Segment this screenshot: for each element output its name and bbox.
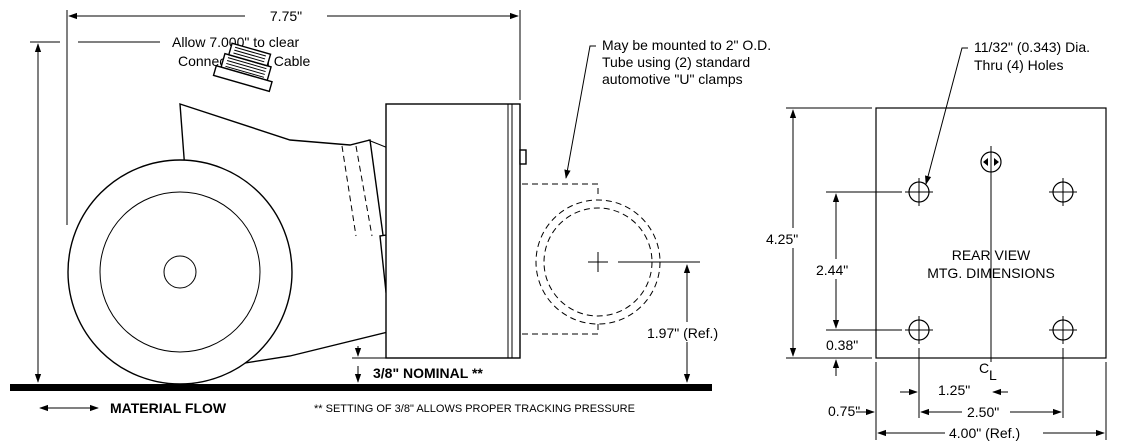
mount-note-text-2: Tube using (2) standard (602, 54, 750, 70)
material-flow-label: MATERIAL FLOW (110, 400, 227, 416)
bottom-offset-label: 0.38" (826, 337, 858, 353)
overall-width-label: 7.75" (270, 8, 302, 24)
hole-vertical-spacing-label: 2.44" (816, 262, 848, 278)
mount-note-leader (564, 45, 596, 179)
nominal-gap-label: 3/8" NOMINAL ** (373, 365, 483, 381)
hole-note-leader (925, 47, 968, 185)
measuring-wheel (67, 159, 293, 385)
centerline-l: L (989, 367, 997, 383)
material-surface (10, 384, 712, 391)
mounting-block (385, 103, 527, 359)
mounting-hole-bottom-left (905, 316, 933, 344)
tube-height-label: 1.97" (Ref.) (647, 325, 718, 341)
clearance-text-1: Allow 7.000" to clear (172, 34, 299, 50)
left-offset-label: 0.75" (828, 403, 860, 419)
mount-note-text-1: May be mounted to 2" O.D. (602, 37, 771, 53)
hole-note-text-2: Thru (4) Holes (974, 57, 1063, 73)
center-offset-label: 1.25" (938, 382, 970, 398)
hole-note-text-1: 11/32" (0.343) Dia. (974, 39, 1090, 55)
mounting-tube (522, 183, 700, 335)
rear-view-title-1: REAR VIEW (952, 247, 1031, 263)
mounting-hole-top-left (905, 178, 933, 206)
mount-note-text-3: automotive "U" clamps (602, 71, 743, 87)
centerline-c: C (979, 360, 989, 376)
mounting-hole-top-right (1049, 178, 1077, 206)
mounting-hole-bottom-right (1049, 316, 1077, 344)
rear-view: 11/32" (0.343) Dia. Thru (4) Holes REAR … (764, 39, 1107, 442)
rear-view-title-2: MTG. DIMENSIONS (927, 265, 1055, 281)
side-view: 7.75" Allow 7.000" to clear Connector an… (10, 6, 771, 416)
plate-width-label: 4.00" (Ref.) (949, 425, 1020, 441)
setting-note: ** SETTING OF 3/8" ALLOWS PROPER TRACKIN… (314, 403, 635, 415)
hole-horizontal-spacing-label: 2.50" (967, 404, 999, 420)
connector (212, 42, 273, 93)
plate-height-label: 4.25" (766, 231, 798, 247)
center-top-hole (980, 150, 1002, 174)
